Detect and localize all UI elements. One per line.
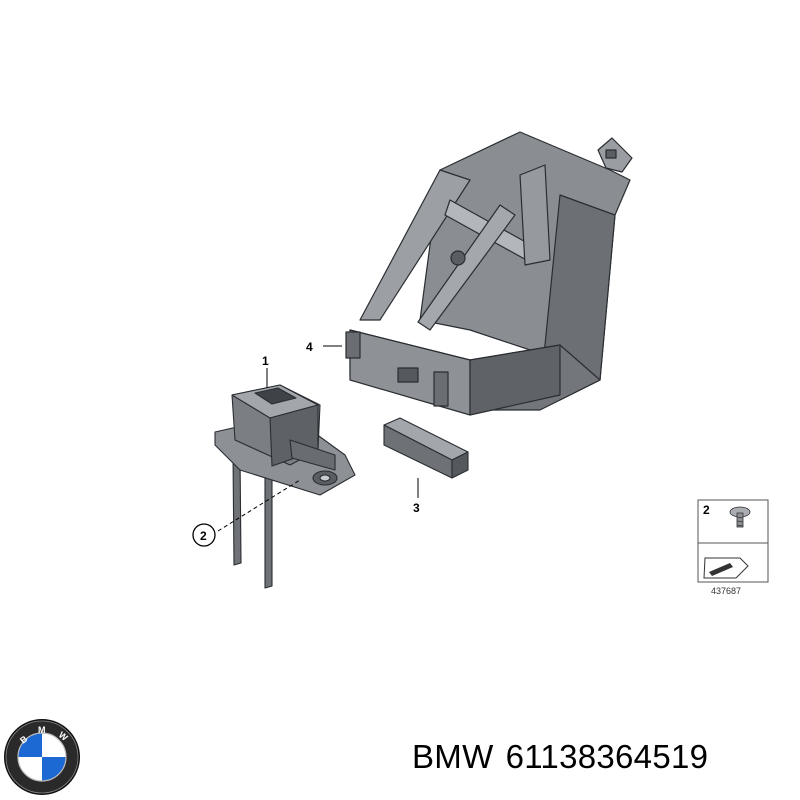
callout-1: 1 [262,354,269,368]
callout-2: 2 [200,529,207,543]
svg-text:M: M [38,725,46,735]
caption-part-number: 61138364519 [505,738,709,775]
screw-icon [729,506,751,528]
arrow-icon [703,557,749,579]
legend-item-number: 2 [703,503,710,517]
bmw-logo: B M W [4,719,80,795]
callout-4: 4 [306,340,313,354]
leader-line-2 [217,479,301,532]
leader-lines [217,345,419,532]
legend-box: 2 437687 [697,499,769,596]
bracket-part-4 [345,131,633,416]
callout-2-circle [192,523,216,547]
module-part-3 [383,417,469,479]
callout-3: 3 [413,501,420,515]
caption-brand: BMW [412,738,494,775]
part-caption: BMW 61138364519 [412,738,720,776]
svg-text:B: B [18,733,30,745]
legend-reference-number: 437687 [711,586,741,596]
connector-part-1 [214,384,356,589]
